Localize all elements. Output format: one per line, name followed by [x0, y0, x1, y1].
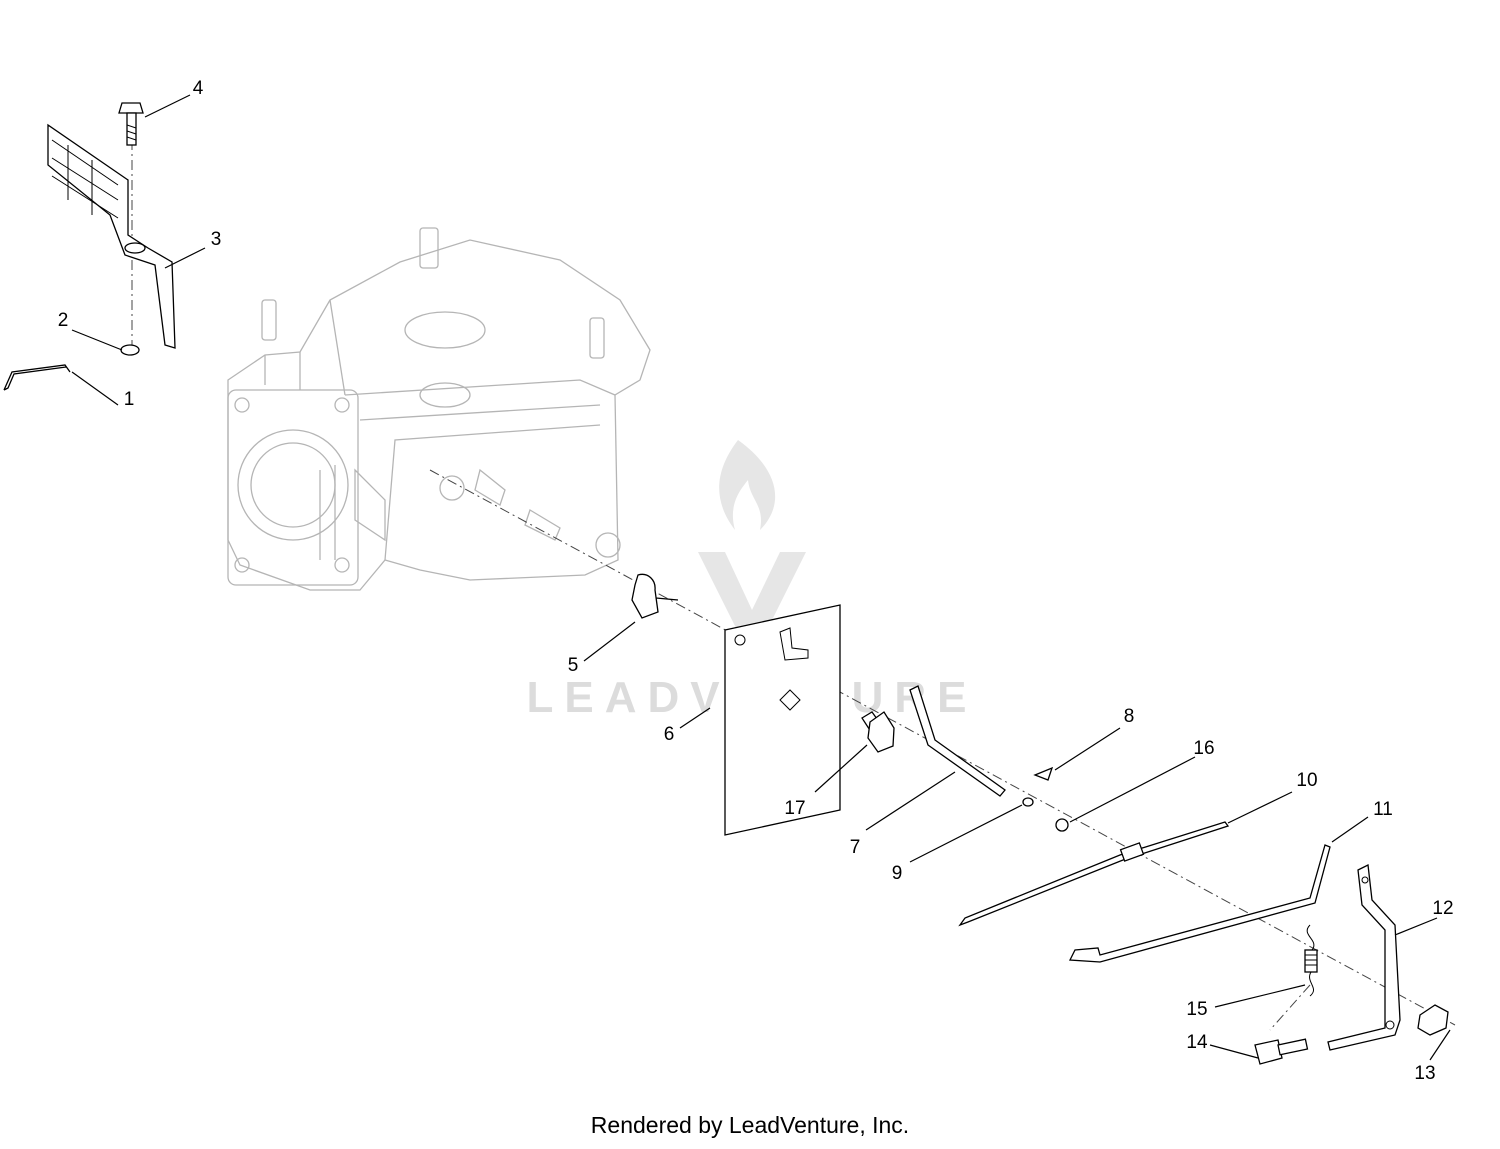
callout-7: 7	[850, 837, 861, 858]
footer-credit: Rendered by LeadVenture, Inc.	[590, 1112, 910, 1138]
callout-11: 11	[1373, 799, 1393, 820]
engine-block	[227, 227, 651, 591]
part-3-bracket	[47, 123, 176, 349]
part-11-rod	[1068, 844, 1331, 963]
callout-14: 14	[1186, 1032, 1208, 1053]
callout-16: 16	[1193, 738, 1214, 759]
part-7-rod	[909, 685, 1006, 797]
callout-8: 8	[1124, 706, 1135, 727]
callout-6: 6	[664, 724, 675, 745]
part-9-washer	[1022, 797, 1034, 807]
part-6-plate	[724, 604, 841, 836]
part-4-bolt	[118, 102, 144, 146]
part-5-clip	[631, 573, 679, 619]
part-17-bolt	[861, 711, 895, 753]
callout-9: 9	[892, 863, 903, 884]
callout-10: 10	[1296, 770, 1317, 791]
callout-2: 2	[58, 310, 69, 331]
callout-17: 17	[784, 798, 805, 819]
callout-5: 5	[568, 655, 579, 676]
callout-4: 4	[193, 78, 204, 99]
part-15-spring	[1304, 924, 1318, 997]
part-13-nut	[1417, 1004, 1449, 1036]
callout-12: 12	[1432, 898, 1453, 919]
part-10-cable	[958, 821, 1230, 927]
callout-15: 15	[1186, 999, 1207, 1020]
callout-3: 3	[211, 229, 222, 250]
callout-1: 1	[124, 389, 135, 410]
part-8-pin	[1033, 766, 1054, 781]
part-12-lever	[1327, 864, 1401, 1051]
leader-lines	[71, 94, 1451, 1061]
watermark-logo	[698, 440, 806, 660]
callout-13: 13	[1414, 1063, 1435, 1084]
part-16-bushing	[1055, 818, 1069, 832]
part-1-rod	[3, 364, 71, 391]
part-2-washer	[120, 344, 140, 356]
callout-labels: 1 2 3 4 5 6 7 8 9 10 11 12 13 14 15 16 1…	[58, 78, 1454, 1084]
part-14-bolt	[1254, 1038, 1309, 1065]
